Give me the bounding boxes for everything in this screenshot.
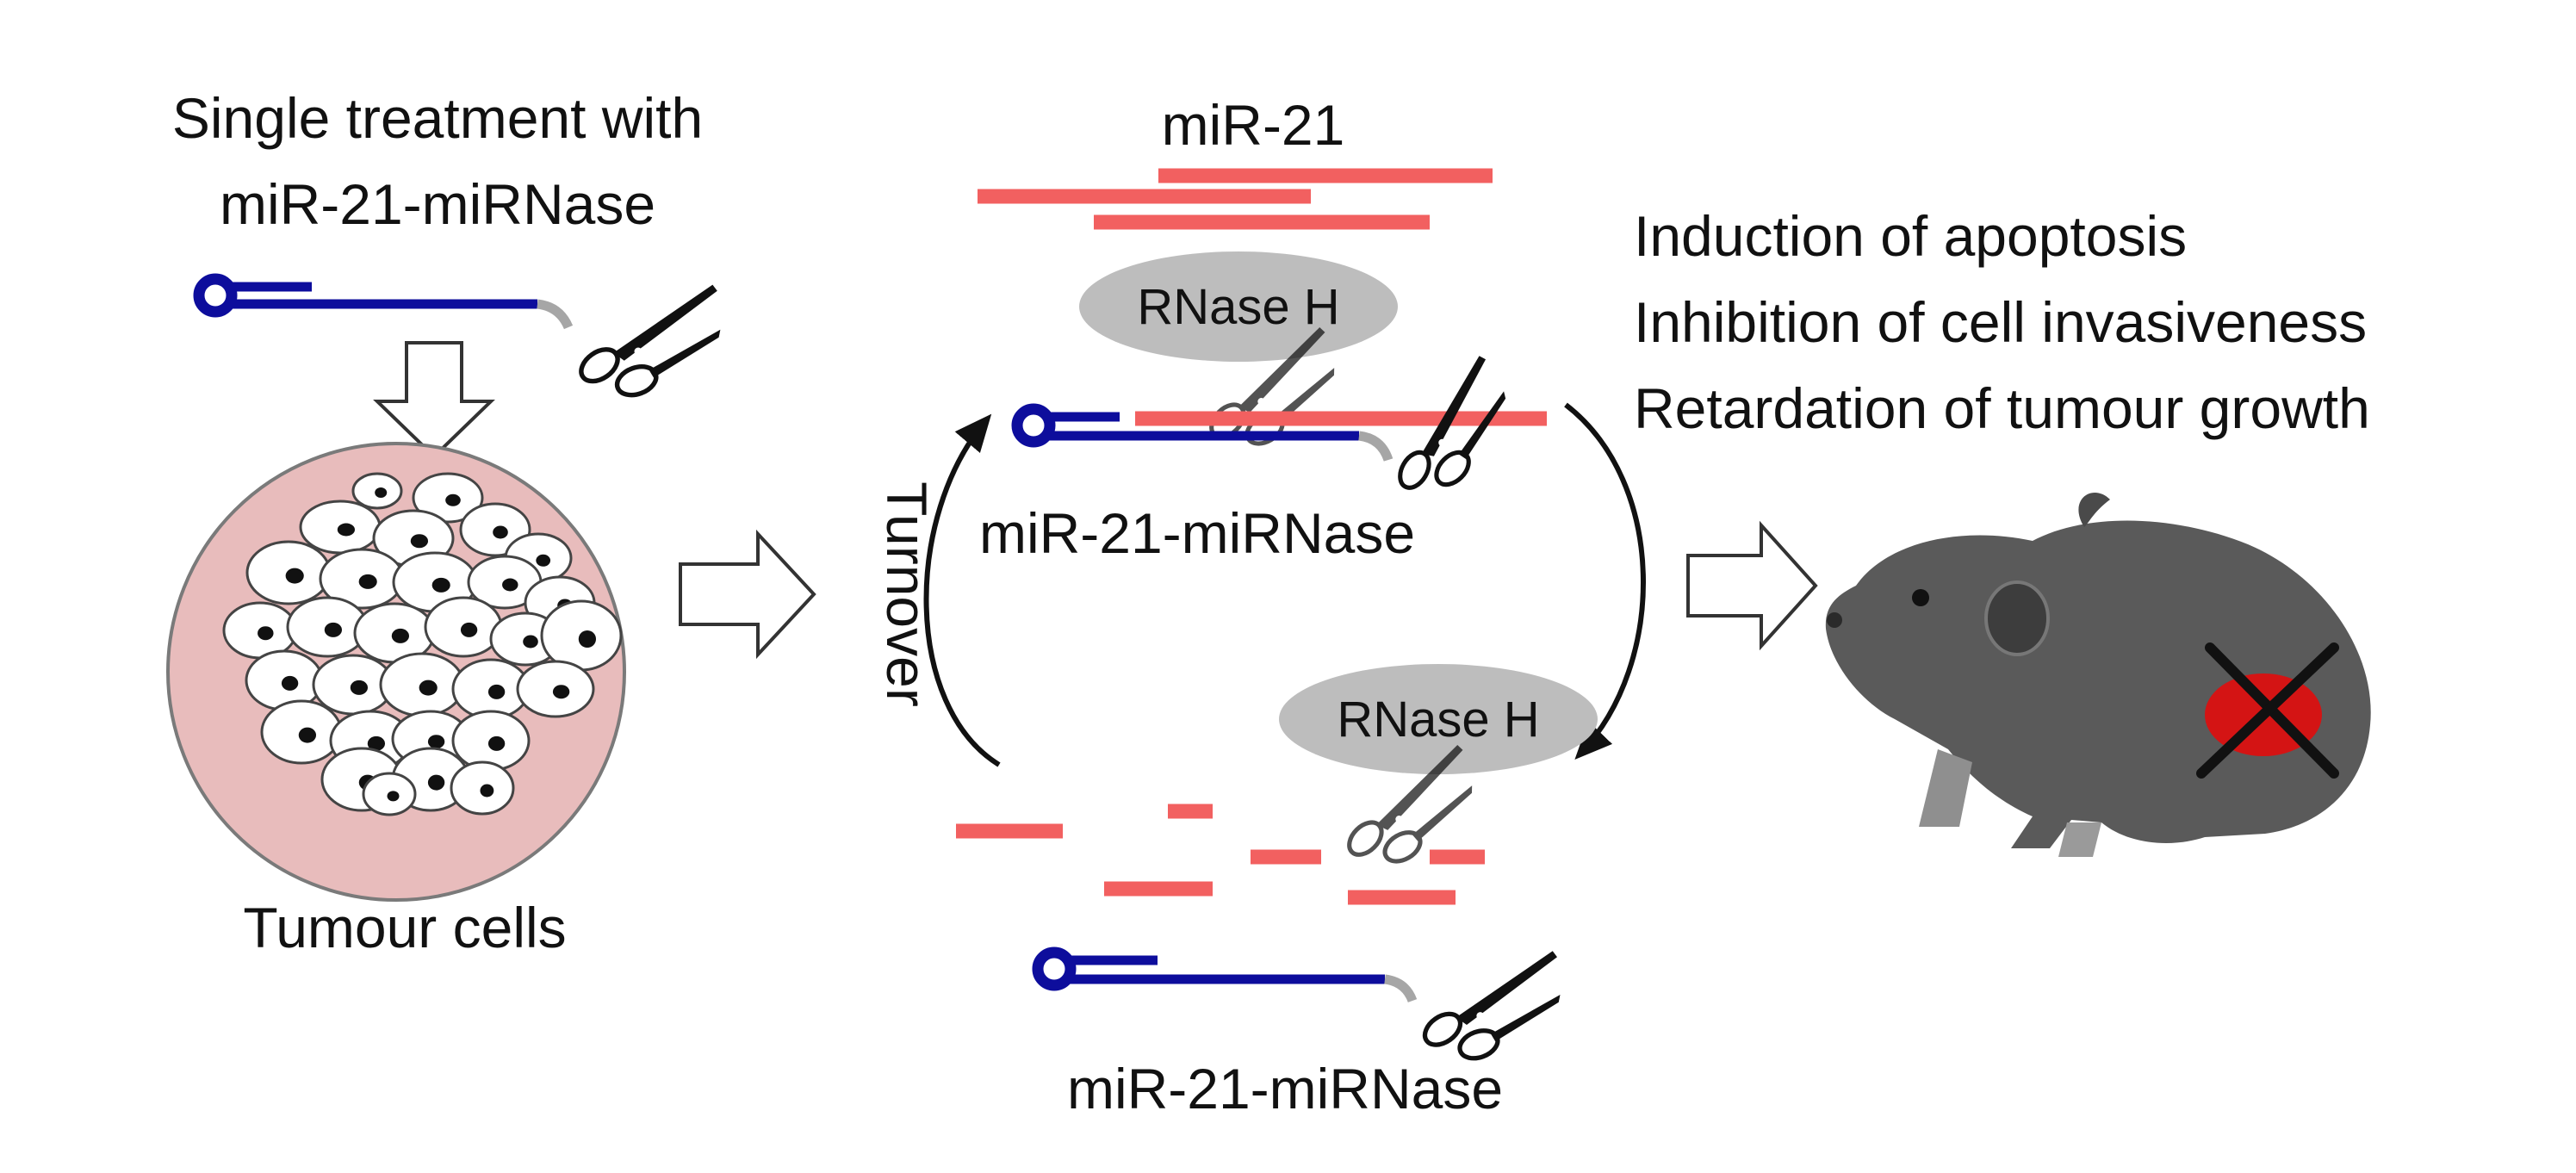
turnover-label: Turnover xyxy=(875,481,939,707)
hollow-arrow-right-icon xyxy=(1686,520,1818,651)
cell-nucleus xyxy=(324,622,343,637)
mouse-body xyxy=(1825,520,2371,848)
cell-nucleus xyxy=(367,735,386,751)
treatment-panel: Single treatment with miR-21-miRNase Tum… xyxy=(166,86,720,959)
hollow-arrow-right-icon xyxy=(679,529,816,660)
mouse-icon xyxy=(1825,492,2371,857)
cell-nucleus xyxy=(410,534,429,549)
outcomes-panel: Induction of apoptosis Inhibition of cel… xyxy=(1634,204,2371,857)
rnase-h-label-bottom: RNase H xyxy=(1337,692,1539,748)
peptide-linker xyxy=(1358,431,1394,462)
cell-nucleus xyxy=(387,791,400,802)
cell-nucleus xyxy=(431,577,450,593)
outcome-tumour-growth: Retardation of tumour growth xyxy=(1634,376,2370,440)
mirnase-conjugate-released xyxy=(1032,946,1561,1063)
treatment-title-line1: Single treatment with xyxy=(172,86,703,150)
mouse-ear xyxy=(1984,580,2050,656)
catalytic-cycle: miR-21 RNase H miR-21-miRNase Turnover R… xyxy=(875,93,1646,1120)
cycle-arrow-right xyxy=(1564,402,1646,760)
rnase-h-label-top: RNase H xyxy=(1137,279,1339,335)
cell-nucleus xyxy=(578,630,597,648)
tumour-cells-label: Tumour cells xyxy=(243,896,566,959)
outcome-apoptosis: Induction of apoptosis xyxy=(1634,204,2187,268)
cell-nucleus xyxy=(375,487,388,498)
cell-nucleus xyxy=(487,735,506,751)
cell-nucleus xyxy=(391,628,410,643)
mouse-ear-back xyxy=(2078,492,2110,527)
cell-nucleus xyxy=(502,578,518,592)
mouse-paw xyxy=(2058,822,2101,857)
cell-nucleus xyxy=(350,680,369,695)
cycle-arrow-left xyxy=(923,413,1001,767)
cell-nucleus xyxy=(493,525,508,539)
hairpin-loop xyxy=(1032,946,1077,991)
cell-nucleus xyxy=(445,493,461,506)
rnase-h-enzyme-bottom xyxy=(1279,664,1598,774)
outcome-invasiveness: Inhibition of cell invasiveness xyxy=(1634,290,2367,354)
cell-nucleus xyxy=(285,568,304,584)
mirnase-conjugate-top xyxy=(193,273,720,400)
cell-nucleus xyxy=(427,774,445,791)
mirnase-mir21-complex xyxy=(1011,353,1547,510)
cell-nucleus xyxy=(281,675,299,691)
mouse-nose xyxy=(1827,612,1842,628)
cell-nucleus xyxy=(523,635,538,649)
cell-cluster xyxy=(222,472,623,816)
mir21-label: miR-21 xyxy=(1162,93,1345,157)
down-arrow-icon xyxy=(373,341,495,459)
cell-nucleus xyxy=(337,523,356,537)
scissors-icon xyxy=(1362,353,1532,510)
cell-nucleus xyxy=(552,685,570,699)
mouse-paw xyxy=(1919,749,1972,827)
treatment-title-line2: miR-21-miRNase xyxy=(220,172,655,236)
scissors-icon xyxy=(1419,951,1561,1063)
scissors-icon xyxy=(575,285,720,400)
cell-nucleus xyxy=(427,735,445,749)
hairpin-loop xyxy=(193,273,238,318)
cell-nucleus xyxy=(358,574,377,589)
cleaved-fragments xyxy=(956,804,1485,905)
x-cross-icon xyxy=(2196,642,2339,779)
tumour-cells-dish xyxy=(166,442,626,902)
cell-nucleus xyxy=(258,626,274,641)
peptide-linker xyxy=(1384,974,1418,1003)
mouse-eye xyxy=(1912,589,1929,606)
peptide-linker xyxy=(537,299,574,330)
cell-nucleus xyxy=(460,622,478,637)
cell-nucleus xyxy=(480,784,494,798)
cell-nucleus xyxy=(487,684,506,699)
hairpin-loop xyxy=(1011,403,1056,448)
cell-nucleus xyxy=(419,680,438,696)
cell-nucleus xyxy=(298,727,317,743)
complex-label: miR-21-miRNase xyxy=(979,501,1415,565)
cell-nucleus xyxy=(536,554,551,567)
released-conjugate-label: miR-21-miRNase xyxy=(1067,1057,1503,1120)
